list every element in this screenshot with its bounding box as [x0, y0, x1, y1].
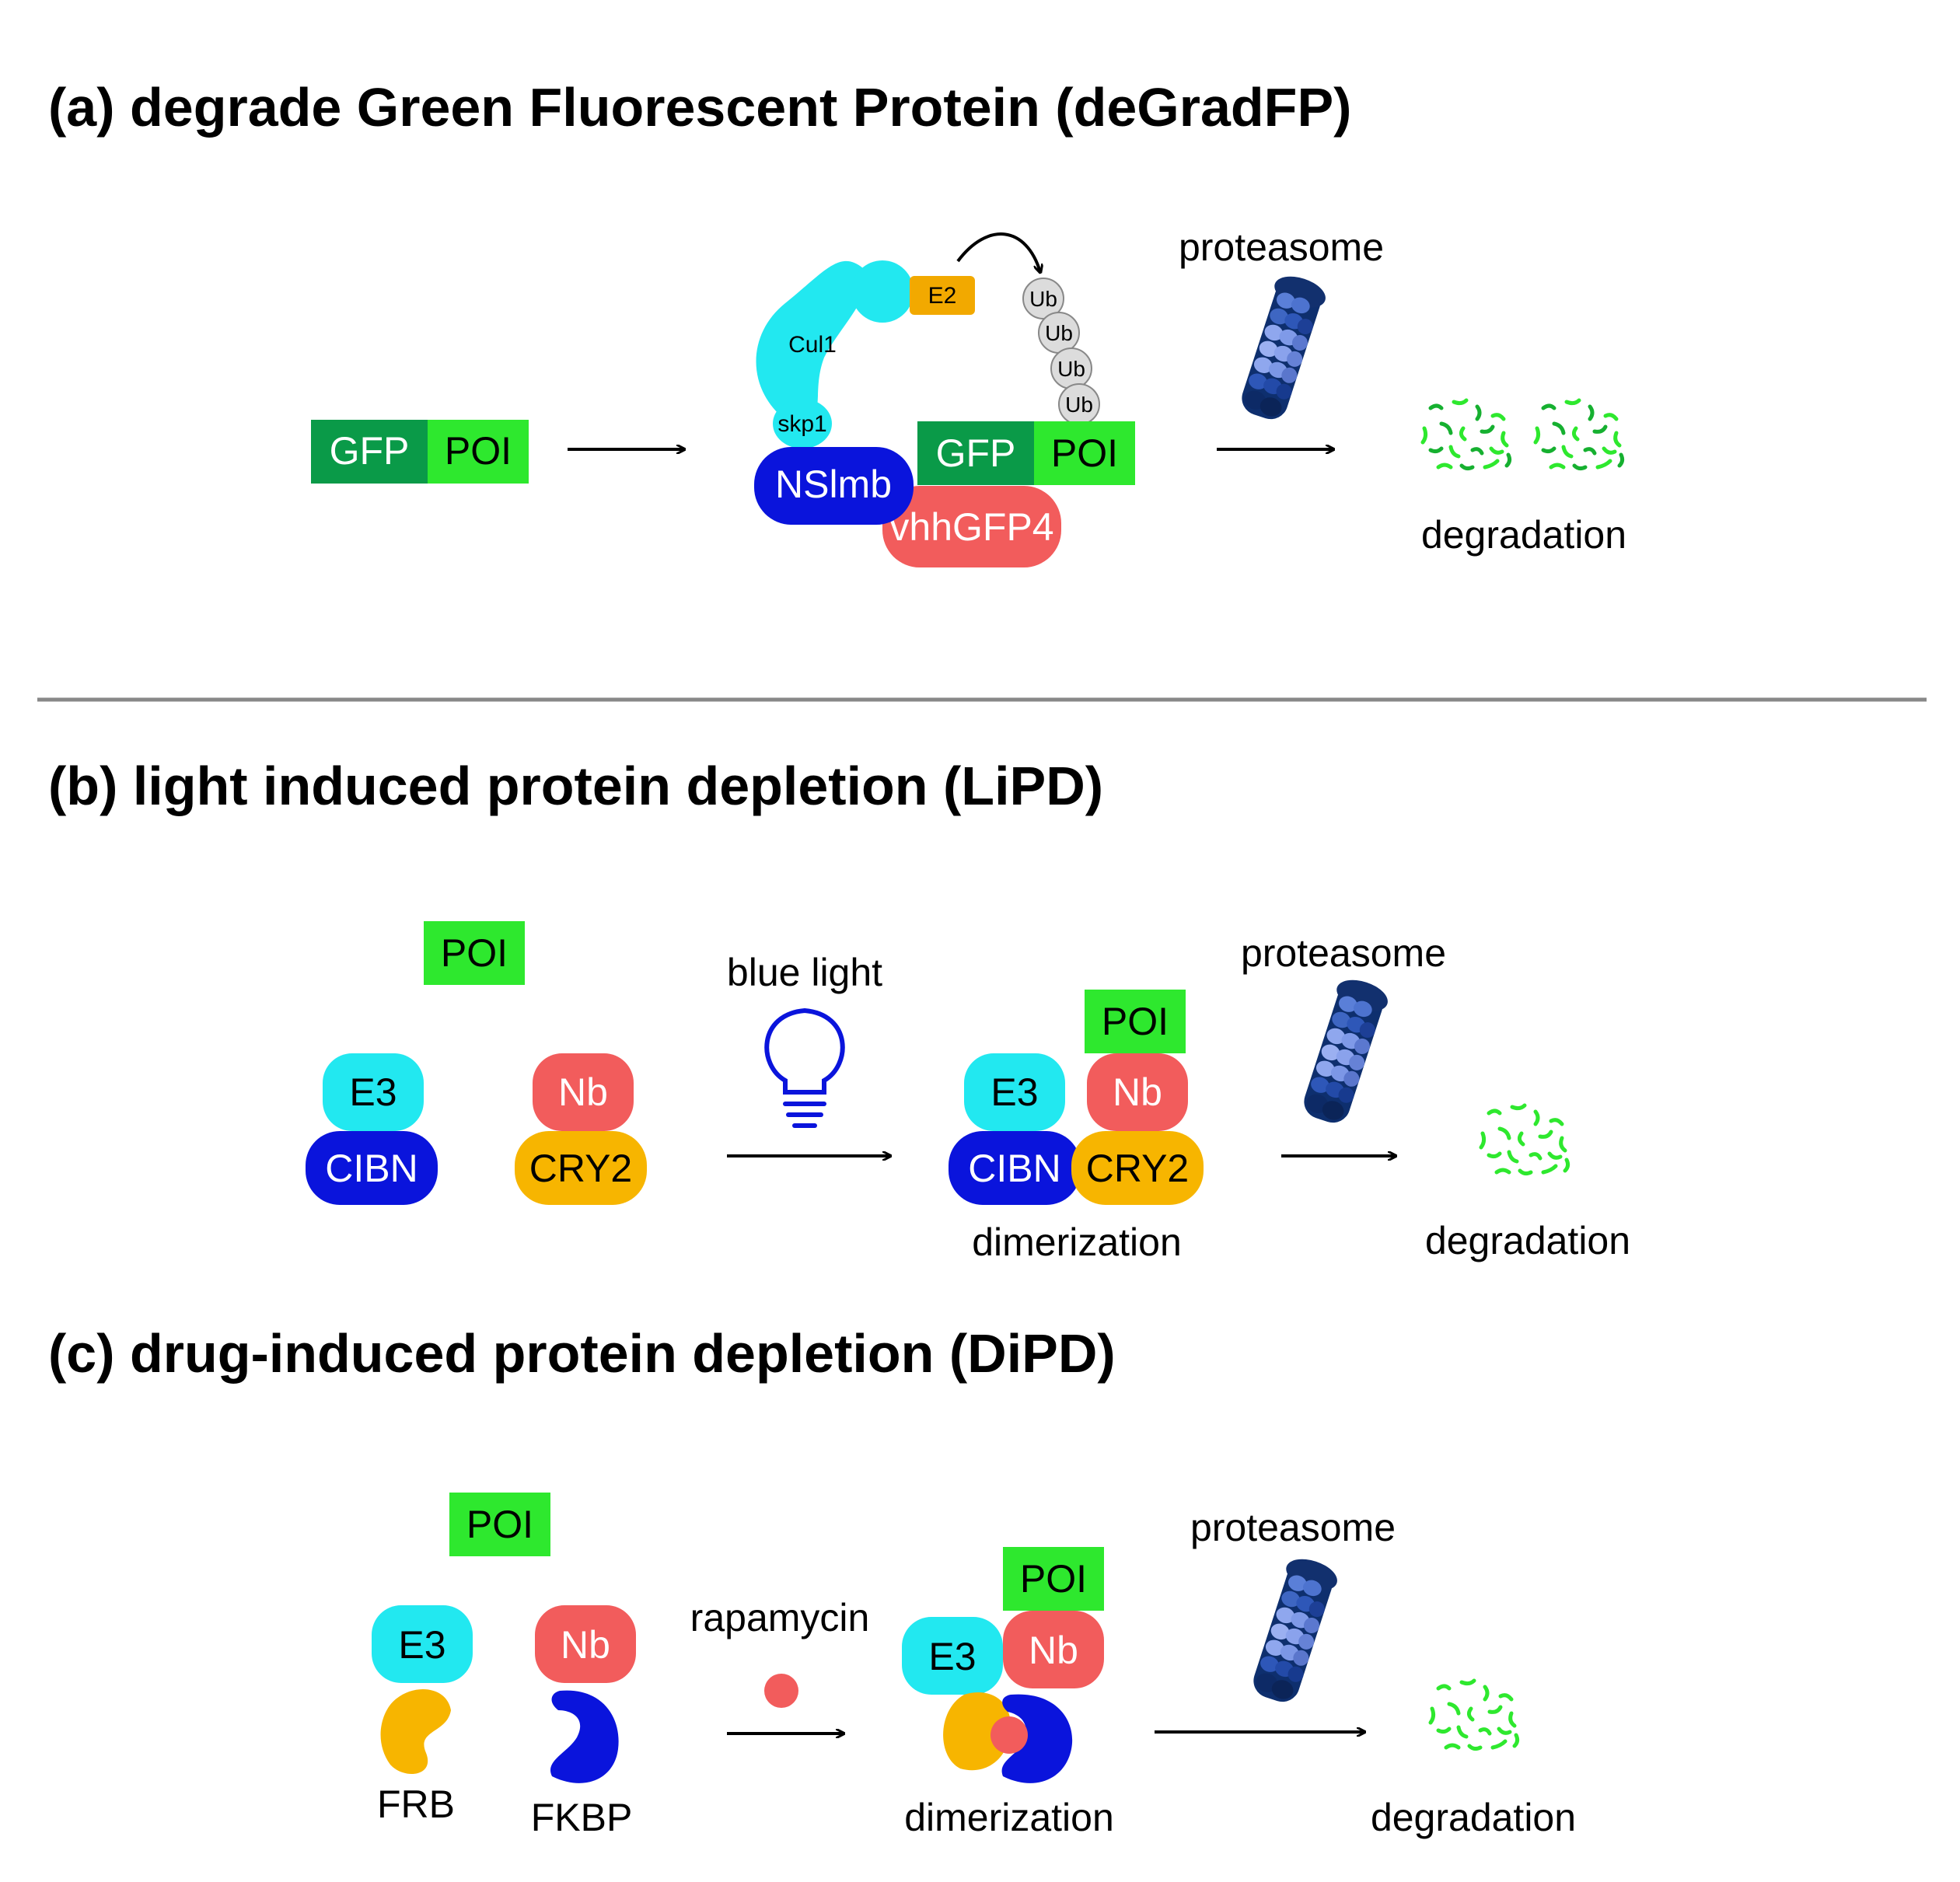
cry2-label-b2: CRY2	[1086, 1147, 1189, 1190]
e3-shape-c2	[902, 1617, 1003, 1695]
ubiquitin-chain: Ub Ub Ub Ub	[1022, 278, 1100, 425]
cry2-shape-b	[515, 1131, 647, 1205]
e2-label: E2	[928, 283, 957, 309]
cibn-label-b2: CIBN	[968, 1147, 1060, 1190]
proteasome-icon-b	[1296, 974, 1392, 1129]
poi-label-c: POI	[466, 1503, 533, 1546]
panel-c: (c) drug-induced protein depletion (DiPD…	[48, 1323, 1576, 1839]
nb-shape-c2	[1003, 1611, 1104, 1688]
poi-label-c2: POI	[1020, 1557, 1087, 1601]
nb-label-c: Nb	[561, 1623, 610, 1667]
degraded-fragments-b	[1481, 1105, 1568, 1174]
e3-shape-c	[372, 1605, 473, 1683]
poi-label: POI	[445, 429, 512, 473]
e3-label-b2: E3	[990, 1070, 1038, 1114]
ubiquitin-transfer-arrow	[956, 232, 1040, 272]
lightbulb-icon	[764, 1007, 845, 1128]
cul1-head	[851, 260, 914, 323]
poi-label-b: POI	[441, 931, 508, 975]
proteasome-label-c: proteasome	[1190, 1506, 1396, 1549]
nb-shape-c	[535, 1605, 636, 1683]
panel-a-title: (a) degrade Green Fluorescent Protein (d…	[48, 77, 1351, 138]
gfp-box	[311, 420, 428, 484]
poi-box-b	[424, 921, 525, 985]
proteasome-icon-a	[1234, 271, 1330, 425]
dimerization-label-b: dimerization	[972, 1220, 1182, 1264]
e3-label-c: E3	[398, 1623, 445, 1667]
nslmb-label: NSlmb	[775, 463, 892, 506]
cry2-shape-b2	[1071, 1131, 1204, 1205]
blue-light-label: blue light	[727, 951, 882, 994]
cibn-label-b: CIBN	[325, 1147, 418, 1190]
degraded-fragments-c	[1431, 1681, 1518, 1749]
e2-box	[910, 276, 975, 315]
degraded-fragments-a1	[1423, 400, 1510, 469]
rapamycin-label: rapamycin	[690, 1596, 870, 1639]
poi-box-c	[449, 1493, 550, 1556]
ub-1-label: Ub	[1029, 287, 1057, 311]
e3-label-c2: E3	[928, 1635, 976, 1678]
nb-shape-b	[533, 1053, 634, 1131]
cry2-label-b: CRY2	[529, 1147, 632, 1190]
e3-label-b: E3	[349, 1070, 397, 1114]
ub-2-label: Ub	[1045, 321, 1073, 345]
skp1-label: skp1	[777, 411, 826, 437]
gfp-bound-label: GFP	[936, 431, 1016, 475]
poi-bound-label: POI	[1051, 431, 1118, 475]
ub-4-label: Ub	[1065, 393, 1093, 417]
nb-shape-b2	[1087, 1053, 1188, 1131]
vhhgfp4-label: vhhGFP4	[889, 505, 1053, 549]
frb-label: FRB	[377, 1782, 455, 1826]
poi-label-b2: POI	[1102, 1000, 1169, 1043]
nb-label-b: Nb	[558, 1070, 608, 1114]
cibn-shape-b2	[949, 1131, 1081, 1205]
poi-box-b2	[1085, 990, 1186, 1053]
nb-label-b2: Nb	[1113, 1070, 1162, 1114]
cul1-label: Cul1	[788, 332, 837, 358]
fkbp-shape-bound	[1001, 1694, 1073, 1783]
proteasome-label-b: proteasome	[1241, 931, 1446, 975]
degradation-label-c: degradation	[1371, 1796, 1576, 1839]
cul1-shape	[756, 260, 867, 424]
poi-box-c2	[1003, 1547, 1104, 1611]
vhhgfp4-shape	[882, 486, 1061, 567]
ub-3-label: Ub	[1057, 357, 1085, 381]
gfp-label: GFP	[330, 429, 410, 473]
e3-shape-b	[323, 1053, 424, 1131]
proteasome-icon-c	[1246, 1553, 1342, 1708]
proteasome-label-a: proteasome	[1179, 225, 1384, 269]
frb-shape	[380, 1689, 451, 1774]
degraded-fragments-a2	[1536, 400, 1623, 469]
panel-b: (b) light induced protein depletion (LiP…	[48, 756, 1630, 1264]
rapamycin-bound	[990, 1716, 1028, 1754]
degradation-label-a: degradation	[1421, 513, 1626, 557]
poi-box-bound	[1034, 421, 1135, 485]
nslmb-shape	[754, 447, 914, 525]
gfp-box-bound	[917, 421, 1034, 485]
e3-shape-b2	[964, 1053, 1065, 1131]
scf-complex: Cul1 skp1 E2 Ub Ub Ub Ub GFP POI vhhGFP4	[754, 232, 1135, 567]
rapamycin-molecule	[764, 1674, 798, 1708]
gfp-poi-fusion: GFP POI	[311, 420, 529, 484]
panel-b-title: (b) light induced protein depletion (LiP…	[48, 756, 1103, 816]
frb-shape-bound	[943, 1692, 1011, 1771]
panel-c-title: (c) drug-induced protein depletion (DiPD…	[48, 1323, 1116, 1384]
nb-label-c2: Nb	[1029, 1629, 1078, 1672]
cibn-shape-b	[306, 1131, 438, 1205]
poi-box	[428, 420, 529, 484]
fkbp-shape	[550, 1690, 619, 1783]
degradation-label-b: degradation	[1425, 1219, 1630, 1262]
fkbp-label: FKBP	[531, 1796, 633, 1839]
panel-a: (a) degrade Green Fluorescent Protein (d…	[48, 77, 1626, 567]
skp1-shape	[773, 399, 832, 449]
dimerization-label-c: dimerization	[904, 1796, 1114, 1839]
